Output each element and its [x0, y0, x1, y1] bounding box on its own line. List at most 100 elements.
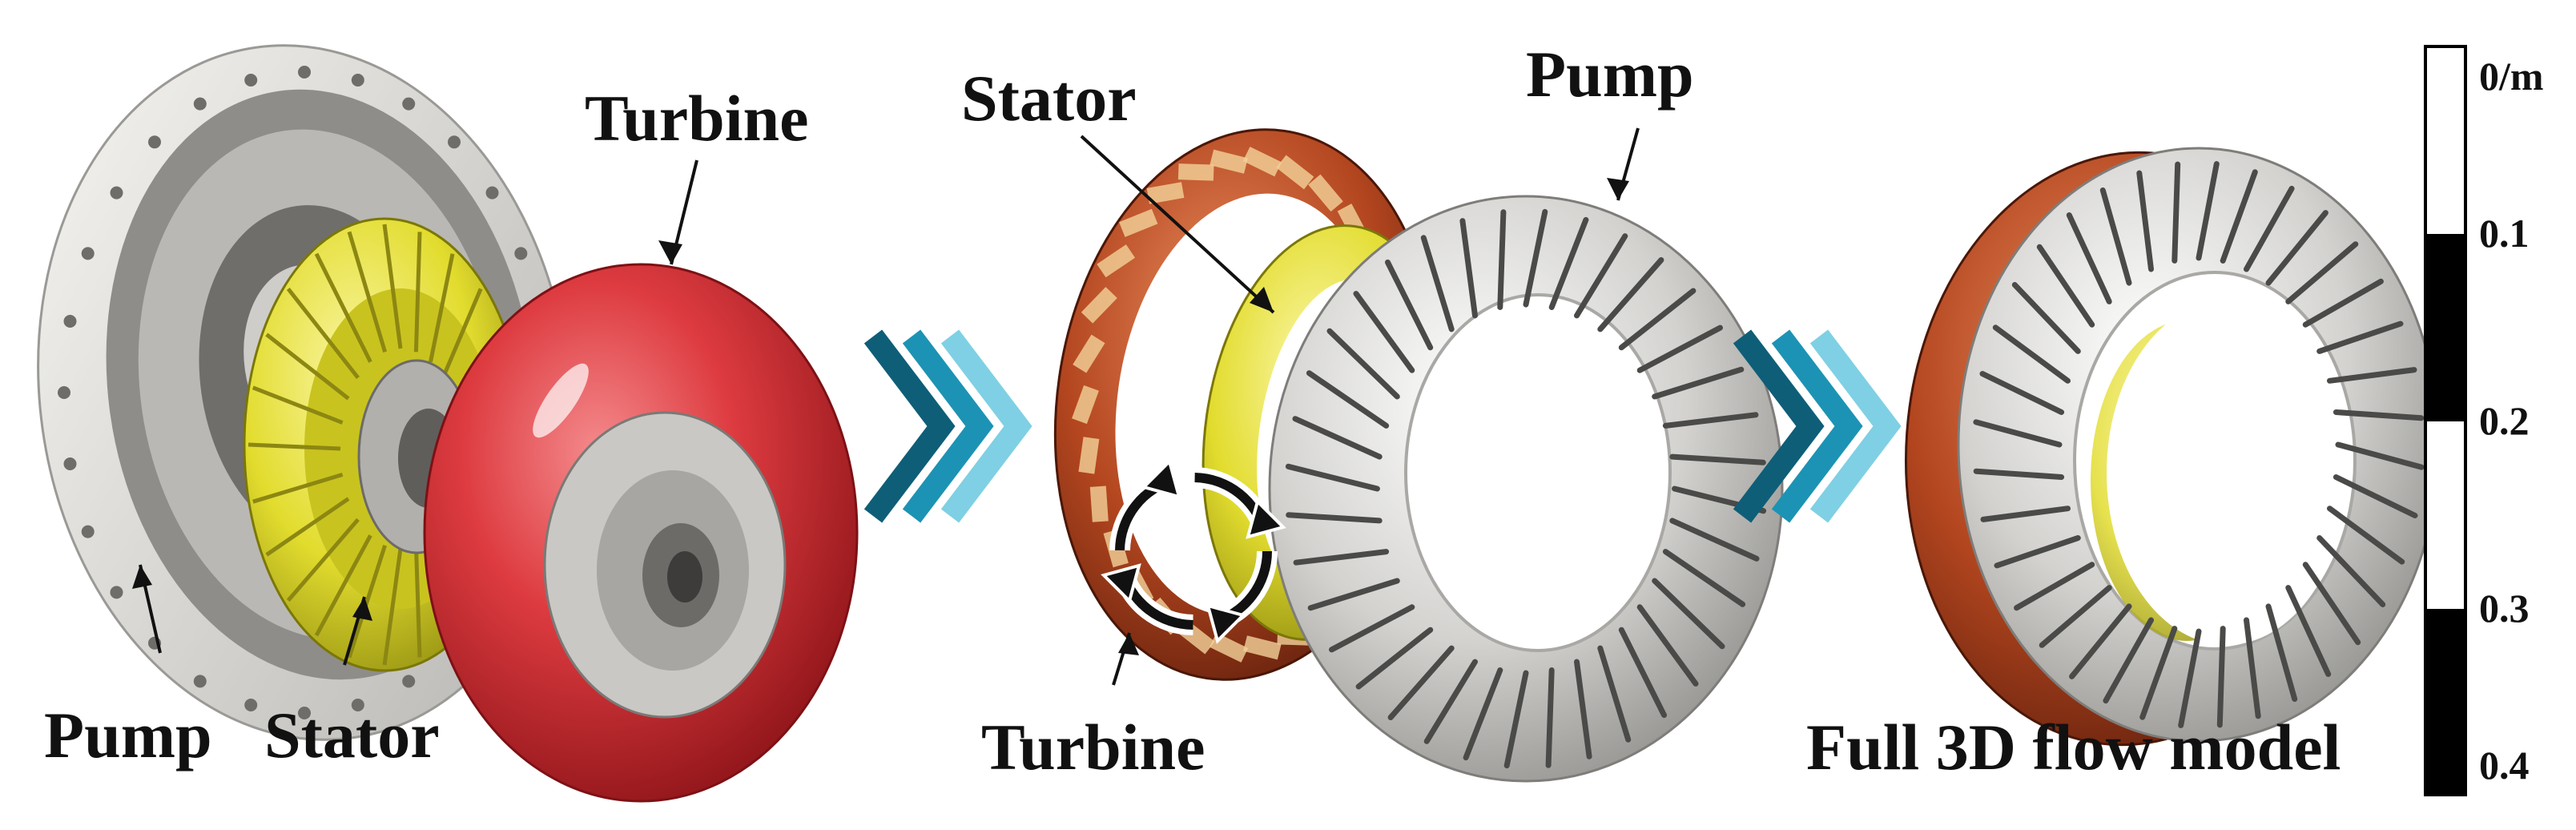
flow-model-slot: [2196, 161, 2220, 261]
pump-slot: [1636, 604, 1699, 687]
flow-model-slot: [2139, 626, 2178, 720]
exploded-pump-label: Pump: [1526, 38, 1694, 111]
flow-model-slot: [2285, 585, 2332, 677]
pump-slot: [1387, 645, 1455, 720]
bolt-hole: [402, 97, 416, 111]
pump-slot: [1285, 463, 1380, 492]
stator-spoke: [382, 224, 403, 349]
bolt-hole: [351, 699, 364, 711]
flow-model-slot: [2327, 506, 2405, 565]
assembly-panel: Turbine Pump Stator: [37, 44, 859, 803]
turbine-blade: [1210, 149, 1248, 174]
bolt-hole: [514, 247, 528, 260]
flow-model-slot: [2178, 628, 2202, 728]
turbine-leader-2-arrowhead: [1118, 633, 1139, 655]
exploded-panel: Stator Pump Turbine: [961, 38, 1784, 784]
rotation-arrows-icon: [1101, 458, 1286, 644]
flow-model-slot: [2327, 367, 2417, 384]
flow-model-slot: [2220, 169, 2258, 264]
pump-slot: [1574, 233, 1628, 319]
pump-slot: [1420, 235, 1455, 332]
exploded-pump-torus: [1268, 195, 1784, 783]
stator-spoke: [347, 231, 387, 353]
flow-model-slot: [2103, 617, 2154, 704]
stator-spoke: [252, 385, 344, 425]
stator-wheel: [243, 217, 526, 672]
pump-slot: [1669, 518, 1760, 562]
scale-bar-segment-2: [2425, 609, 2465, 795]
pump-slot: [1652, 366, 1745, 400]
stator-leader-arrowhead: [352, 597, 372, 621]
stator-leader-2-arrowhead: [1250, 287, 1274, 312]
turbine-blade: [1073, 334, 1105, 373]
bolt-hole: [485, 186, 499, 199]
pump-slot: [1503, 670, 1529, 769]
pump-slot: [1548, 216, 1589, 310]
flow-model-slot: [2335, 441, 2425, 470]
scale-tick-0-2: 0.2: [2479, 398, 2530, 443]
flow-model-slot: [2136, 170, 2154, 272]
stator-spoke: [441, 288, 483, 379]
pump-slot: [1463, 667, 1503, 761]
flow-model-panel: Full 3D flow model: [1806, 147, 2441, 784]
bolt-hole: [63, 315, 77, 328]
flow-model-slot: [2244, 185, 2295, 272]
flow-model-slot: [2244, 617, 2261, 719]
pump-slot: [1306, 370, 1390, 429]
turbine-blade: [1089, 486, 1109, 522]
pump-slot: [1355, 627, 1434, 690]
bolt-hole: [402, 675, 416, 688]
bolt-hole: [351, 74, 364, 87]
pump-slot: [1286, 512, 1383, 524]
turbine-blade: [1097, 244, 1136, 278]
pump-slot: [1523, 208, 1548, 308]
exploded-turbine-label: Turbine: [981, 711, 1205, 784]
flow-model-slot: [2332, 474, 2418, 518]
pump-slot: [1597, 645, 1632, 743]
stator-leader-2: [1080, 135, 1275, 314]
flow-model-slot: [1973, 419, 2063, 448]
assembly-turbine-label: Turbine: [585, 82, 809, 155]
flow-model-slot: [1973, 468, 2065, 480]
bolt-hole: [81, 247, 95, 260]
stator-spoke: [286, 518, 360, 602]
pump-slot: [1353, 291, 1415, 373]
flow-model-slot: [2285, 241, 2359, 304]
stator-spoke: [248, 442, 341, 451]
flow-model-slot: [2069, 603, 2132, 679]
bolt-hole: [110, 586, 123, 599]
scale-tick-0-1: 0.1: [2479, 211, 2530, 256]
stator-spoke: [265, 332, 350, 401]
flow-model-slot: [1980, 506, 2071, 522]
assembly-stator-label: Stator: [264, 699, 440, 772]
turbine-blade: [1078, 437, 1100, 474]
turbine-blade: [1242, 147, 1282, 177]
bolt-hole: [448, 135, 461, 149]
turbine-blade: [1081, 287, 1117, 324]
scale-tick-0-3: 0.3: [2479, 586, 2530, 631]
turbine-blade: [1072, 385, 1099, 425]
flow-model-slot: [2099, 187, 2132, 286]
pump-slot: [1423, 659, 1478, 744]
pump-slot: [1618, 288, 1697, 351]
pump-slot: [1669, 453, 1766, 465]
turbine-blade: [1177, 163, 1214, 181]
flow-model-slot: [2302, 278, 2384, 328]
bolt-hole: [193, 97, 207, 111]
turbine-leader-arrowhead: [658, 240, 682, 264]
pump-slot: [1326, 328, 1400, 400]
bolt-hole: [193, 675, 207, 688]
flow-model-slot: [2039, 585, 2112, 648]
pump-slot: [1636, 324, 1723, 373]
flow-model-slot: [2216, 626, 2226, 728]
stator-spoke: [429, 253, 455, 363]
flow-model-slot: [2265, 603, 2298, 702]
turbine-blade: [1243, 635, 1282, 660]
bolt-hole: [148, 135, 161, 149]
chevron-arrow-icon: [863, 329, 1032, 523]
turbine-shell: [423, 263, 859, 803]
turbine-blade: [1276, 155, 1314, 190]
pump-slot: [1497, 209, 1507, 310]
pump-slot: [1597, 257, 1664, 332]
